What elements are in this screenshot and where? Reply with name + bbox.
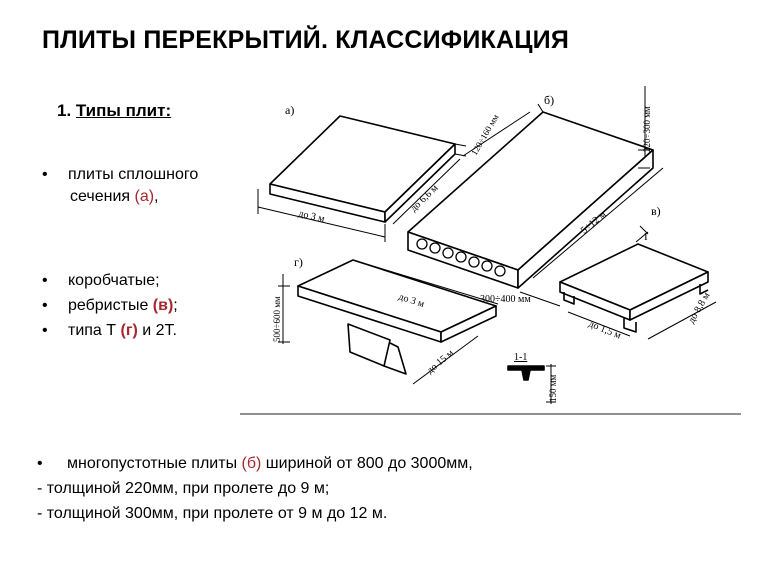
bullet-text: сечения: [70, 188, 135, 205]
bullet-text: ;: [173, 297, 178, 314]
section-1-1-detail: [507, 364, 556, 404]
bullet-text: плиты сплошного: [68, 166, 199, 183]
bullet-mark: •: [42, 272, 48, 289]
type-letter-g: (г): [120, 322, 138, 339]
type-letter-a: (а): [134, 188, 155, 205]
dim-b-thickness: 220÷300 мм: [642, 106, 652, 152]
bullet-ribbed-slabs: • ребристые (в);: [42, 295, 178, 317]
label-b: б): [544, 93, 554, 107]
bullet-mark: •: [37, 455, 43, 472]
bullet-list-types: • коробчатые; • ребристые (в); • типа Т (г)…: [42, 270, 178, 342]
slab-g-t-section: [278, 259, 499, 385]
bullet-text: и 2Т.: [137, 322, 177, 339]
type-letter-b: (б): [241, 455, 262, 472]
bullet-text: ребристые: [68, 297, 153, 314]
dim-section-height: 150 мм: [548, 375, 558, 402]
bullet-text: коробчатые;: [68, 272, 160, 289]
label-v: в): [651, 204, 661, 218]
bullet-text: типа Т: [68, 322, 121, 339]
dim-v-length: до 1,5 м: [587, 319, 623, 342]
label-a: а): [285, 103, 294, 117]
section-number: 1.: [57, 101, 72, 120]
thickness-220-line: - толщиной 220мм, при пролете до 9 м;: [37, 480, 330, 497]
bullet-mark: •: [42, 166, 48, 183]
section-heading-text: Типы плит:: [75, 101, 172, 120]
bullet-text: ,: [154, 188, 159, 205]
bullet-mark: •: [42, 297, 48, 314]
type-letter-v: (в): [152, 297, 174, 314]
section-label: 1-1: [514, 352, 527, 363]
thickness-300-line: - толщиной 300мм, при пролете от 9 м до …: [37, 505, 388, 522]
bullet-text: многопустотные плиты: [67, 455, 242, 472]
slab-types-diagram: а) б) в) г) до 3 м до 6,6 м 120÷160 мм 2…: [240, 86, 741, 415]
slab-v-ribbed: [559, 225, 717, 340]
dim-b-width: 300÷400 мм: [480, 294, 531, 305]
slab-a-solid: [257, 115, 467, 242]
bullet-box-slabs: • коробчатые;: [42, 270, 178, 292]
hollow-core-voids: [416, 238, 506, 277]
hollow-core-description: • многопустотные плиты (б) шириной от 800…: [37, 451, 473, 526]
bullet-mark: •: [42, 322, 48, 339]
bullet-text: шириной от 800 до 3000мм,: [261, 455, 473, 472]
label-g: г): [294, 255, 303, 269]
dim-g-height: 500÷600 мм: [272, 296, 282, 342]
page-title: ПЛИТЫ ПЕРЕКРЫТИЙ. КЛАССИФИКАЦИЯ: [42, 26, 570, 54]
section-mark: I: [644, 231, 648, 243]
dim-v-width: до 8,8 м: [686, 290, 713, 325]
section-heading: 1. Типы плит:: [57, 101, 171, 121]
bullet-solid-slabs: • плиты сплошного сечения (а),: [42, 164, 198, 208]
dim-g-width: до 15 м: [425, 347, 457, 376]
bullet-t-slabs: • типа Т (г) и 2Т.: [42, 320, 178, 342]
dim-a-length: до 3 м: [297, 208, 326, 225]
